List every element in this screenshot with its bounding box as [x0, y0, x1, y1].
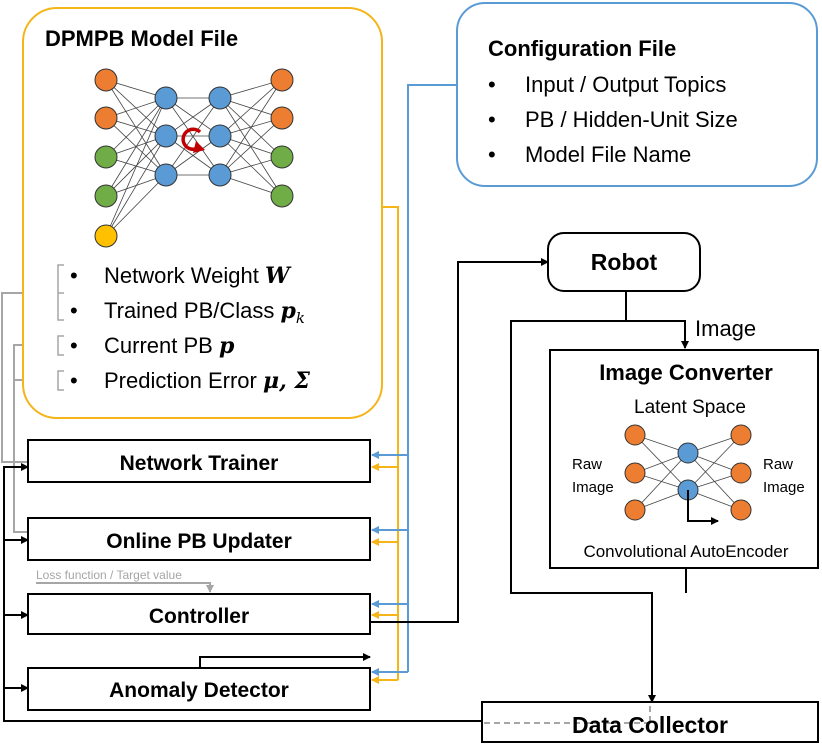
model-file-gold-links — [371, 206, 399, 684]
model-net-node — [270, 184, 294, 208]
model-net-node — [208, 124, 232, 148]
raw-image-right-2: Image — [763, 479, 805, 496]
robot-box: Robot — [547, 232, 701, 292]
model-net-node — [270, 106, 294, 130]
ae-net-node — [730, 462, 752, 484]
raw-image-left-2: Image — [572, 479, 614, 496]
controller-box: Controller — [27, 593, 371, 635]
svg-text:•: • — [70, 333, 78, 358]
model-file-title: DPMPB Model File — [45, 26, 238, 51]
model-file-item-list: • Network Weight W • Trained PB/Class pk… — [70, 263, 310, 394]
model-net-edge — [165, 97, 221, 176]
latent-output-arrow — [687, 490, 719, 525]
svg-text:•: • — [70, 263, 78, 288]
model-network-nodes — [94, 68, 294, 248]
autoencoder-nodes — [624, 424, 752, 521]
model-net-edge — [105, 97, 167, 237]
svg-text:•: • — [70, 368, 78, 393]
model-net-edge — [105, 135, 167, 237]
ae-net-node — [624, 499, 646, 521]
ae-net-edge — [634, 452, 689, 511]
network-trainer-label: Network Trainer — [120, 452, 279, 475]
autoencoder-caption: Convolutional AutoEncoder — [583, 542, 788, 561]
model-net-node — [94, 145, 118, 169]
model-item-prediction-error: Prediction Error μ, Σ — [104, 368, 310, 394]
anomaly-detector-label: Anomaly Detector — [109, 679, 289, 702]
image-label: Image — [695, 316, 756, 341]
model-net-edge — [219, 79, 283, 137]
model-net-node — [270, 68, 294, 92]
config-blue-links — [371, 84, 457, 676]
model-net-edge — [219, 117, 283, 176]
model-net-edge — [105, 97, 167, 158]
item-brackets — [57, 264, 64, 391]
model-net-node — [94, 184, 118, 208]
config-item-size: PB / Hidden-Unit Size — [525, 107, 738, 132]
model-net-edge — [105, 174, 167, 237]
model-net-node — [154, 163, 178, 187]
data-flow-links — [3, 258, 689, 722]
anomaly-detector-box: Anomaly Detector — [27, 667, 371, 711]
loss-function-label: Loss function / Target value — [36, 568, 182, 582]
raw-image-right-1: Raw — [763, 456, 793, 473]
controller-label: Controller — [149, 605, 249, 628]
data-collector-label: Data Collector — [572, 712, 728, 738]
config-file-title: Configuration File — [488, 36, 676, 61]
ae-net-edge — [634, 434, 689, 491]
ae-net-node — [730, 499, 752, 521]
svg-text:•: • — [488, 72, 496, 97]
model-net-edge — [105, 97, 167, 197]
online-pb-updater-box: Online PB Updater — [27, 517, 371, 561]
model-net-node — [154, 124, 178, 148]
model-item-network-weight: Network Weight W — [104, 263, 292, 289]
model-file-box: DPMPB Model File • Network Weight W • Tr… — [22, 7, 383, 419]
model-net-node — [208, 86, 232, 110]
model-net-node — [94, 68, 118, 92]
svg-text:•: • — [488, 107, 496, 132]
svg-text:•: • — [488, 142, 496, 167]
model-item-current-pb: Current PB p — [104, 333, 235, 359]
model-net-node — [94, 106, 118, 130]
model-net-edge — [219, 79, 283, 176]
model-item-trained-pb: Trained PB/Class pk — [104, 298, 305, 327]
latent-space-label: Latent Space — [634, 397, 746, 418]
svg-text:•: • — [70, 298, 78, 323]
config-item-model-name: Model File Name — [525, 142, 691, 167]
ae-net-node — [624, 424, 646, 446]
model-net-node — [270, 145, 294, 169]
image-converter-title: Image Converter — [599, 360, 773, 385]
model-net-node — [94, 224, 118, 248]
image-converter-box: Image Converter Latent Space Raw Image R… — [549, 349, 819, 569]
recurrent-loop-icon — [181, 127, 205, 153]
ae-net-node — [730, 424, 752, 446]
ae-net-node — [624, 462, 646, 484]
ae-net-edge — [687, 434, 742, 491]
robot-label: Robot — [591, 249, 658, 275]
online-pb-updater-label: Online PB Updater — [106, 530, 292, 553]
raw-image-left-1: Raw — [572, 456, 602, 473]
ae-net-node — [677, 442, 699, 464]
network-trainer-box: Network Trainer — [27, 439, 371, 483]
model-net-node — [208, 163, 232, 187]
config-item-topics: Input / Output Topics — [525, 72, 726, 97]
model-net-node — [154, 86, 178, 110]
data-collector-box: Data Collector — [481, 701, 819, 743]
config-file-box: Configuration File • Input / Output Topi… — [456, 2, 818, 187]
